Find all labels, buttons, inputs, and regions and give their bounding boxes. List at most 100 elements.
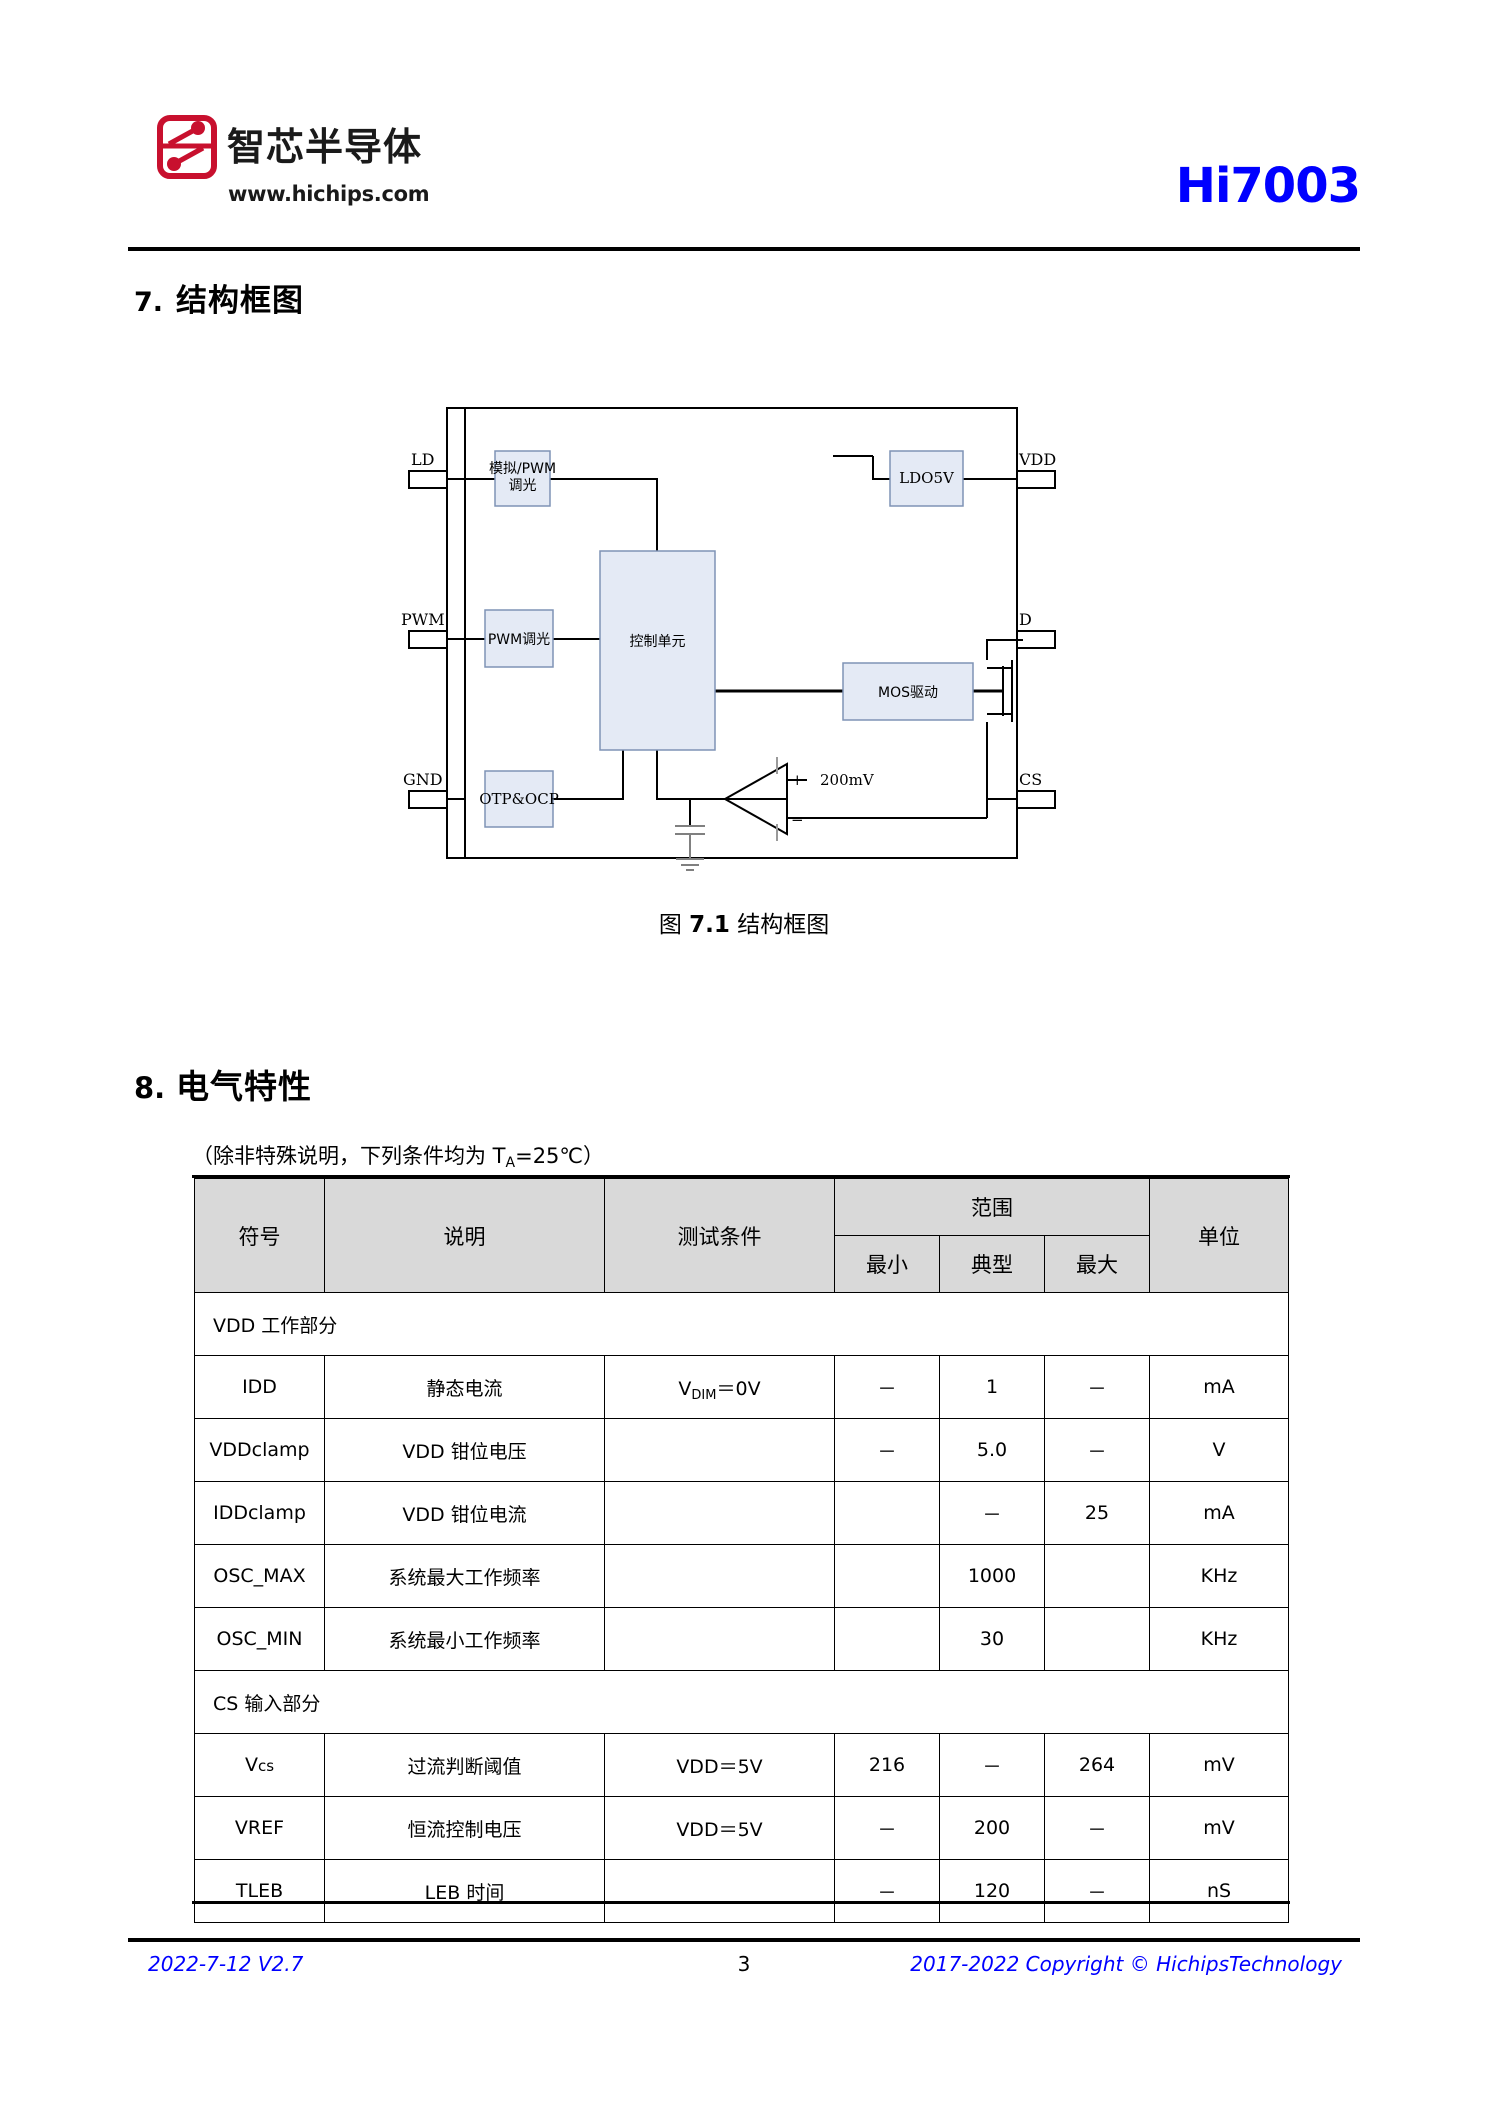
cell-max: － (1043, 1859, 1151, 1923)
cell-typ: 200 (939, 1796, 1045, 1860)
figure-caption-number: 7.1 (689, 912, 730, 938)
cell-symbol: VREF (194, 1796, 325, 1860)
th-min: 最小 (834, 1235, 940, 1293)
comparator-symbol: + − 200mV (722, 757, 875, 841)
block-label-control-unit: 控制单元 (630, 634, 686, 650)
pin-stub-vdd (1016, 470, 1056, 489)
block-control-unit: 控制单元 (599, 550, 716, 751)
cell-min (834, 1544, 940, 1608)
cell-min: 216 (834, 1733, 940, 1797)
table-group-row: VDD 工作部分 (193, 1292, 1290, 1356)
cell-unit: mV (1149, 1733, 1290, 1797)
cell-description: 静态电流 (324, 1355, 605, 1419)
cell-min: － (834, 1355, 940, 1419)
cell-max (1043, 1607, 1151, 1671)
cell-typ: 5.0 (939, 1418, 1045, 1482)
block-label-ldo5v: LDO5V (899, 469, 955, 487)
cell-typ: 120 (939, 1859, 1045, 1923)
cell-min (834, 1607, 940, 1671)
figure-caption: 图 7.1 结构框图 (0, 905, 1488, 939)
cell-symbol: IDD (194, 1355, 325, 1419)
company-logo: 智芯半导体 www.hichips.com (156, 114, 430, 206)
cell-test-condition (604, 1859, 835, 1923)
cell-max: － (1043, 1418, 1151, 1482)
pin-label-gnd: GND (403, 770, 443, 789)
cell-test-condition (604, 1544, 835, 1608)
cell-test-condition (604, 1607, 835, 1671)
section-heading-block-diagram: 7. 结构框图 (134, 275, 304, 320)
cell-symbol: IDDclamp (194, 1481, 325, 1545)
cell-description: 恒流控制电压 (324, 1796, 605, 1860)
cell-max (1043, 1544, 1151, 1608)
section-number: 7. (134, 287, 164, 318)
comparator-minus: − (791, 811, 804, 829)
cell-unit: mV (1149, 1796, 1290, 1860)
cell-unit: nS (1149, 1859, 1290, 1923)
cell-description: VDD 钳位电压 (324, 1418, 605, 1482)
page-footer: 2022-7-12 V2.7 3 2017-2022 Copyright © H… (128, 1952, 1360, 1992)
block-label-mos-driver: MOS驱动 (878, 685, 938, 701)
cell-max: － (1043, 1796, 1151, 1860)
cell-typ: 1 (939, 1355, 1045, 1419)
cell-typ: 1000 (939, 1544, 1045, 1608)
cell-symbol: OSC_MAX (194, 1544, 325, 1608)
condition-note-after: =25℃） (515, 1144, 604, 1168)
section-title: 电气特性 (176, 1067, 312, 1106)
mosfet-symbol (987, 660, 1013, 722)
figure-caption-title: 结构框图 (737, 912, 830, 938)
block-label-otp-ocp: OTP&OCP (479, 790, 559, 808)
block-analog-pwm-dimming: 模拟/PWM 调光 (489, 450, 556, 507)
cell-symbol: VDDclamp (194, 1418, 325, 1482)
pin-label-ld: LD (411, 450, 434, 469)
footer-divider (128, 1938, 1360, 1942)
cell-unit: mA (1149, 1481, 1290, 1545)
th-test-condition: 测试条件 (604, 1178, 835, 1293)
section-number: 8. (134, 1071, 166, 1105)
part-number-title: Hi7003 (1175, 158, 1361, 214)
th-max: 最大 (1043, 1235, 1151, 1293)
block-label-analog-pwm-line2: 调光 (509, 478, 537, 494)
section-heading-electrical: 8. 电气特性 (134, 1060, 312, 1108)
cell-min (834, 1481, 940, 1545)
pin-stub-gnd (408, 790, 448, 809)
test-condition-note: （除非特殊说明，下列条件均为 TA=25℃） (192, 1140, 604, 1171)
cell-test-condition (604, 1418, 835, 1482)
cell-min: － (834, 1418, 940, 1482)
cell-symbol: TLEB (194, 1859, 325, 1923)
block-otp-ocp: OTP&OCP (479, 770, 559, 828)
cell-test-condition (604, 1481, 835, 1545)
cell-test-condition: VDD＝5V (604, 1733, 835, 1797)
cell-symbol: Vcs (194, 1733, 325, 1797)
th-symbol: 符号 (194, 1178, 325, 1293)
pin-label-d: D (1019, 610, 1032, 629)
cell-test-condition: VDIM＝0V (604, 1355, 835, 1419)
table-top-border (192, 1175, 1290, 1178)
diagram-wires (447, 408, 1023, 858)
condition-note-before: （除非特殊说明，下列条件均为 T (192, 1144, 506, 1168)
block-mos-driver: MOS驱动 (842, 662, 974, 721)
cell-unit: V (1149, 1418, 1290, 1482)
block-label-pwm-dimming: PWM调光 (488, 632, 550, 648)
comparator-plus: + (791, 771, 804, 789)
pin-label-vdd: VDD (1018, 450, 1056, 469)
block-diagram: LD PWM GND VDD D CS (395, 378, 1095, 888)
th-unit: 单位 (1149, 1178, 1290, 1293)
footer-date-version: 2022-7-12 V2.7 (148, 1952, 304, 1976)
ground-symbol (676, 834, 704, 871)
cell-description: LEB 时间 (324, 1859, 605, 1923)
page-header: 智芯半导体 www.hichips.com Hi7003 (128, 96, 1361, 246)
cell-typ: － (939, 1481, 1045, 1545)
th-typ: 典型 (939, 1235, 1045, 1293)
cell-description: 过流判断阈值 (324, 1733, 605, 1797)
cell-min: － (834, 1796, 940, 1860)
th-range: 范围 (833, 1178, 1151, 1236)
figure-caption-prefix: 图 (658, 912, 682, 938)
table-header: 符号 说明 测试条件 范围 单位 最小 典型 最大 (194, 1178, 1290, 1293)
capacitor-symbol (675, 825, 705, 835)
table-bottom-border (192, 1901, 1290, 1904)
